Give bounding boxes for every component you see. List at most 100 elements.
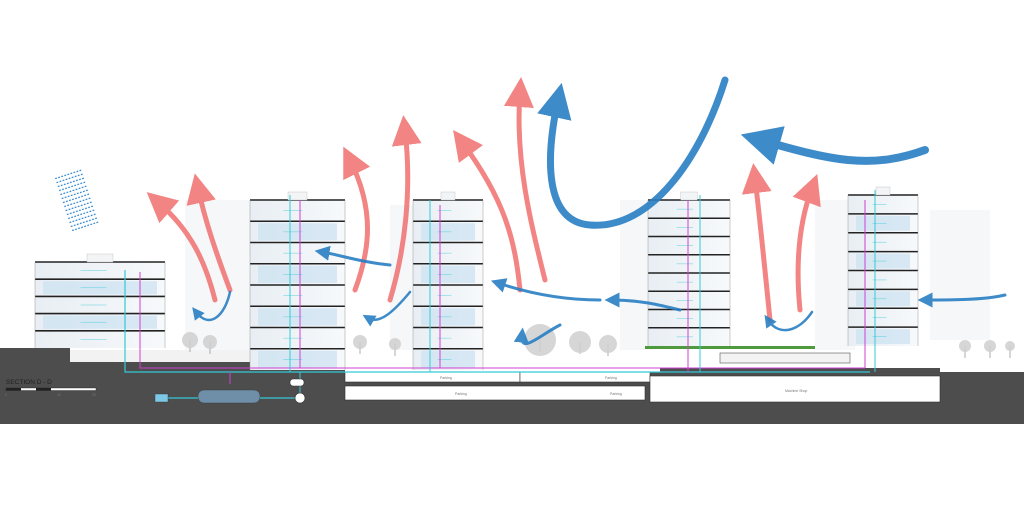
warm-air-arrow xyxy=(453,129,523,293)
scale-label-0: 0 xyxy=(5,393,7,397)
solar-cell xyxy=(70,225,73,228)
solar-cell xyxy=(65,178,68,181)
solar-cell xyxy=(56,181,59,184)
solar-cell xyxy=(71,229,74,232)
solar-cell xyxy=(73,224,76,227)
warm-air-arrows xyxy=(146,77,821,323)
scale-label-20: 20 xyxy=(92,393,96,397)
solar-cell xyxy=(79,222,82,225)
solar-cell xyxy=(70,203,73,206)
solar-cell xyxy=(67,173,70,176)
solar-cell xyxy=(77,214,80,217)
solar-cell xyxy=(71,216,74,219)
solar-cell xyxy=(76,170,79,173)
solar-cell xyxy=(87,215,90,218)
solar-cell xyxy=(80,182,83,185)
solar-cell xyxy=(77,205,80,208)
solar-cell xyxy=(78,178,82,181)
tree-canopy xyxy=(599,335,617,353)
solar-cell xyxy=(67,217,71,220)
machine-shop-label: Machine Shop xyxy=(785,389,807,393)
solar-cell xyxy=(73,202,76,205)
solar-cell xyxy=(96,221,99,224)
solar-cell xyxy=(87,206,91,209)
solar-cell xyxy=(79,169,82,172)
scale-bar: 0 10 20 xyxy=(5,387,97,397)
solar-cell xyxy=(77,183,80,186)
solar-cell xyxy=(92,209,95,212)
solar-cell xyxy=(80,204,83,207)
solar-cell xyxy=(83,203,86,206)
solar-cell xyxy=(81,226,84,229)
solar-cell xyxy=(73,171,76,174)
warm-air-arrow xyxy=(741,163,773,323)
tree-canopy xyxy=(182,332,198,348)
solar-cell xyxy=(78,218,81,221)
parking-label-2: Parking xyxy=(605,376,617,380)
cool-air-arrow xyxy=(740,126,929,165)
solar-cell xyxy=(71,198,75,201)
solar-cell xyxy=(64,196,67,199)
cool-air-arrow xyxy=(513,323,562,345)
solar-cell xyxy=(71,185,74,188)
tree-icon xyxy=(353,335,367,354)
solar-cell xyxy=(64,205,67,208)
cool-air-arrows xyxy=(192,76,1007,345)
roof-stair xyxy=(875,186,891,196)
service-lines xyxy=(124,190,876,399)
solar-cell xyxy=(72,180,75,183)
solar-cell xyxy=(80,213,83,216)
warm-air-arrow xyxy=(146,192,218,303)
solar-cell xyxy=(62,179,65,182)
solar-cell xyxy=(65,200,68,203)
solar-cell xyxy=(70,194,73,197)
solar-cell xyxy=(61,175,64,178)
solar-cell xyxy=(68,177,71,180)
solar-cell xyxy=(58,176,61,179)
solar-cell xyxy=(68,208,71,211)
tree-canopy xyxy=(353,335,367,349)
solar-cell xyxy=(78,187,81,190)
solar-cell xyxy=(84,185,87,188)
cool-air-arrow xyxy=(192,290,232,322)
solar-cell xyxy=(61,197,64,200)
solar-cell xyxy=(87,193,90,196)
solar-cell xyxy=(78,209,81,212)
solar-cell xyxy=(69,212,72,215)
tree-icon xyxy=(599,335,617,356)
solar-cell xyxy=(72,211,75,214)
water-tank-icon xyxy=(154,378,306,404)
solar-cell xyxy=(76,192,79,195)
solar-cell xyxy=(89,201,92,204)
solar-cell xyxy=(61,188,65,191)
solar-cell xyxy=(73,193,76,196)
cool-air-arrow xyxy=(362,290,412,327)
roof-stair xyxy=(440,191,456,201)
solar-cell xyxy=(74,228,78,231)
solar-cell xyxy=(77,174,80,177)
solar-cell xyxy=(88,197,91,200)
solar-cell xyxy=(76,223,79,226)
solar-cell xyxy=(80,173,83,176)
tree-icon xyxy=(1005,341,1015,358)
solar-cell xyxy=(62,201,65,204)
solar-cell xyxy=(82,199,85,202)
solar-cell xyxy=(60,184,63,187)
solar-cell xyxy=(86,202,89,205)
solar-cell xyxy=(66,182,69,185)
solar-cell xyxy=(63,183,66,186)
solar-cell xyxy=(59,180,62,183)
solar-cell xyxy=(91,218,94,221)
parking-label-1: Parking xyxy=(440,376,452,380)
building-4 xyxy=(647,191,731,346)
tree-icon xyxy=(182,332,198,352)
solar-cell xyxy=(94,217,98,220)
solar-cell xyxy=(74,175,77,178)
building-2 xyxy=(249,191,346,370)
building-1 xyxy=(34,253,166,348)
solar-cell xyxy=(69,181,72,184)
solar-cell xyxy=(74,215,77,218)
solar-cell xyxy=(70,172,73,175)
solar-cell xyxy=(63,192,66,195)
